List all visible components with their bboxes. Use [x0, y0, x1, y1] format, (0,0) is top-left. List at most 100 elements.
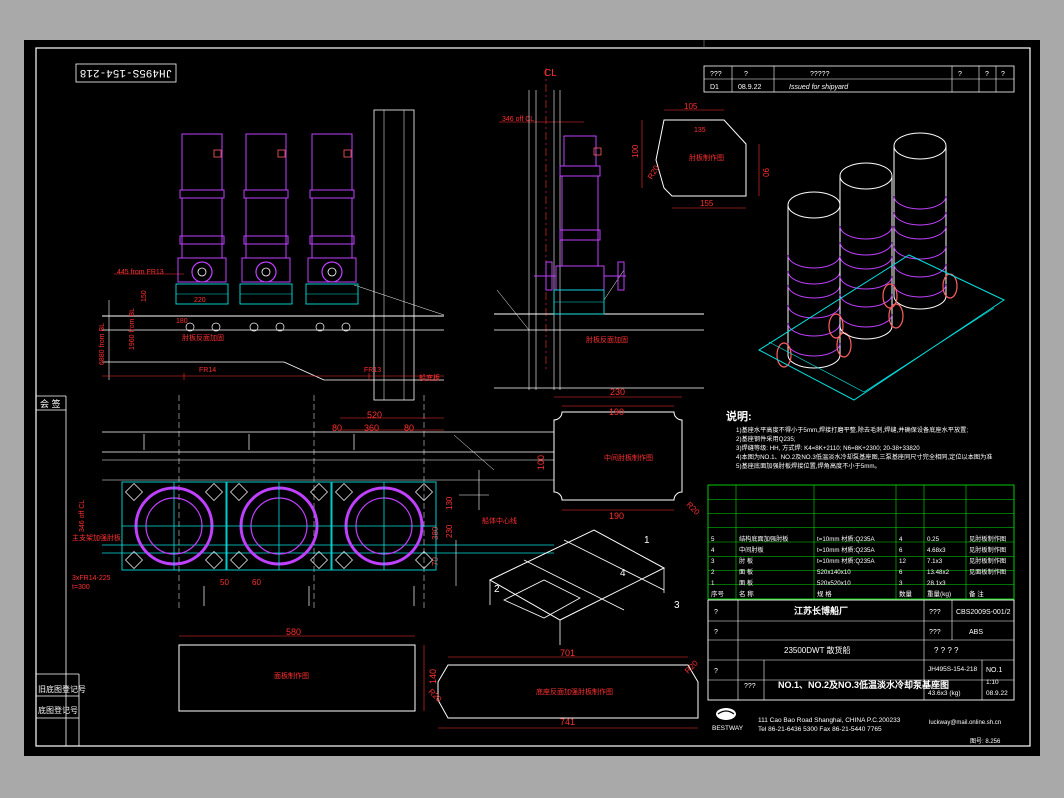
dim-105: 105 — [684, 102, 698, 111]
bom-cell: 28.1x3 — [927, 580, 946, 587]
note-line-2: 2)基座钢件采用Q235; — [736, 435, 796, 443]
tb-company: 江苏长博船厂 — [794, 605, 848, 616]
company-address: 111 Cao Bao Road Shanghai, CHINA P.C.200… — [758, 717, 901, 724]
tb-stars-1: ??? — [929, 609, 941, 616]
margin-label-3: 底图登记号 — [38, 705, 78, 715]
dim-346-side: 346 off CL — [502, 116, 534, 123]
base-rib-1 — [523, 559, 625, 611]
face-plate-detail: 580 140 面板制作图 — [178, 627, 438, 712]
dim-50: 50 — [220, 578, 229, 587]
dim-360: 360 — [364, 423, 379, 433]
bom-header-cell: 名 称 — [739, 589, 754, 598]
drawing-canvas: 会 签 旧底图登记号 底图登记号 JH495S-154-218 ??? ? ??… — [35, 40, 1031, 747]
bottom-note: 图号: 8.256 — [970, 738, 1001, 745]
bom-cell: 中间肘板 — [739, 546, 764, 554]
dim-190-bottom: 190 — [609, 511, 624, 521]
plan-base-2 — [226, 434, 332, 606]
tb-drawing-no: JH495S-154-218 — [928, 666, 978, 673]
tb-left-1: ? — [714, 609, 718, 616]
tb-date: 08.9.22 — [986, 690, 1008, 697]
tb-misc: ? — [714, 668, 718, 675]
dim-r20-b: R20 — [685, 500, 702, 517]
dim-130: 130 — [445, 496, 454, 510]
dim-60: 60 — [252, 578, 261, 587]
frame-ref: 3xFR14-225 — [72, 575, 111, 582]
bom-cell: 肘 板 — [739, 557, 753, 565]
callout-4: 4 — [620, 568, 626, 579]
bom-header-cell: 备 注 — [969, 589, 984, 598]
plate-label-2: 中间肘板制作图 — [604, 453, 653, 462]
dim-230-plan: 230 — [445, 524, 454, 538]
dim-150: 150 — [141, 290, 148, 302]
bom-cell: 4 — [711, 547, 715, 554]
outer-frame — [35, 47, 1031, 747]
dim-135: 135 — [694, 127, 706, 134]
bom-cell: 7.1x3 — [927, 558, 943, 565]
plate-label-4: 底座反面加强肘板制作图 — [536, 687, 613, 696]
dim-380: 380 — [431, 526, 440, 540]
plate-label-3: 面板制作图 — [274, 671, 309, 680]
iso-pump-2 — [828, 162, 904, 340]
note-line-5: 5)基座底面加强肘板焊接位置,焊角高度不小于5mm。 — [736, 462, 881, 470]
bom-cell: 5 — [711, 536, 715, 543]
dim-1960: 1960 from BL — [129, 308, 136, 350]
bom-cell: 3 — [711, 558, 715, 565]
tb-stars-4: ??? — [744, 683, 756, 690]
tb-project-no: CBS2009S-001/2 — [956, 609, 1011, 616]
bom-cell: 12 — [899, 558, 906, 565]
dim-70: 70 — [431, 557, 440, 566]
dim-180: 180 — [176, 318, 188, 325]
rev-number: D1 — [710, 84, 719, 91]
middle-bracket-detail: 230 190 190 100 R20 中间肘板制作图 — [536, 387, 702, 521]
bom-cell: 见面板制作图 — [969, 568, 1006, 576]
dim-741: 741 — [560, 717, 575, 727]
dim-80-b: 80 — [404, 423, 414, 433]
general-notes: 说明: 1)基座水平高度不得小于5mm,焊接打磨平整,除去毛刺,焊缝,并确保设备… — [726, 409, 992, 470]
bom-cell: 13.48x2 — [927, 569, 950, 576]
tb-left-2: ? — [714, 629, 718, 636]
frame-ref-2: t=300 — [72, 584, 90, 591]
company-logo-text: BESTWAY — [712, 725, 744, 732]
dim-155: 155 — [700, 199, 714, 208]
plate-label-1: 肘板制作图 — [689, 153, 724, 162]
rev-header-3: ????? — [810, 71, 830, 78]
tb-drawing-title: NO.1、NO.2及NO.3低温淡水冷却泵基座图 — [778, 679, 949, 690]
bom-cell: 面 板 — [739, 579, 753, 587]
dim-r20-d: R20 — [683, 658, 700, 675]
bom-cell: 6 — [899, 569, 903, 576]
dim-220: 220 — [194, 297, 206, 304]
plan-view: 346 off CL 主支架加强肘板 3xFR14-225 t=300 船体中心… — [72, 395, 554, 610]
company-email: luckway@mail.online.sh.cn — [929, 720, 1001, 726]
drawing-sheet: 会 签 旧底图登记号 底图登记号 JH495S-154-218 ??? ? ??… — [24, 40, 1040, 756]
dim-100: 100 — [631, 144, 640, 158]
right-note: 船体中心线 — [482, 516, 517, 525]
plan-base-1 — [121, 434, 227, 606]
bom-header-cell: 序号 — [711, 589, 725, 598]
centerline-label: CL — [544, 68, 557, 79]
bracket-plate-detail: 105 135 100 90 R20 155 肘板制作图 — [631, 102, 770, 209]
company-phone: Tel 86-21-6436 5300 Fax 86-21-5440 7765 — [758, 726, 882, 733]
dim-6880: 6880 from BL — [99, 323, 106, 365]
margin-label-1: 会 签 — [40, 398, 61, 409]
notes-title: 说明: — [726, 409, 752, 423]
dim-80-a: 80 — [332, 423, 342, 433]
revision-table: ??? ? ????? ? ? ? D1 08.9.22 Issued for … — [703, 65, 1015, 93]
header-drawing-id: JH495S-154-218 — [80, 66, 172, 78]
bom-cell: 面 板 — [739, 568, 753, 576]
bom-cell: 520x140x10 — [817, 569, 851, 576]
rev-description: Issued for shipyard — [789, 84, 849, 91]
dim-520: 520 — [367, 410, 382, 420]
dim-100-b: 100 — [536, 455, 546, 470]
iso-base-edge — [768, 307, 995, 393]
bom-cell: 520x520x10 — [817, 580, 851, 587]
rev-header-2: ? — [744, 71, 748, 78]
tb-ship-type: 23500DWT 散货船 — [784, 645, 851, 655]
rev-header-4: ? — [958, 71, 962, 78]
dim-190-top: 190 — [609, 407, 624, 417]
tb-stars-3: ? ? ? ? — [934, 646, 959, 655]
frame-label-fr13: FR13 — [364, 367, 381, 374]
bom-cell: 4 — [899, 536, 903, 543]
base-inner-plate — [503, 579, 581, 619]
bom-cell: 结构底面加强肘板 — [739, 535, 789, 543]
